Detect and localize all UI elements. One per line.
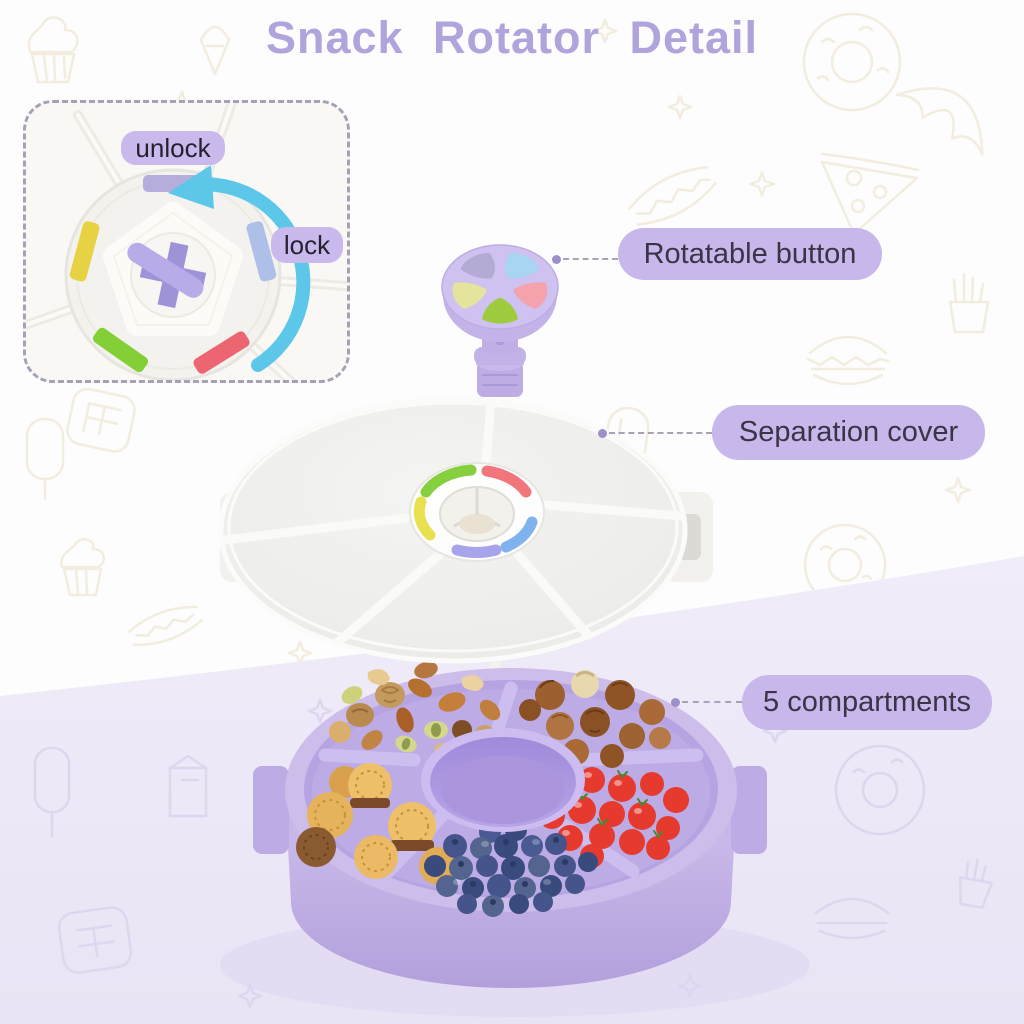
compartments-callout: 5 compartments	[742, 675, 992, 730]
rotatable-button-callout-text: Rotatable button	[643, 237, 857, 270]
rotatable-button-leader-line	[563, 258, 618, 260]
cover-hub	[409, 462, 545, 562]
lock-label-text: lock	[283, 229, 331, 260]
fries-doodle	[948, 272, 990, 334]
toast-doodle	[66, 387, 136, 453]
lock-label: lock	[271, 227, 343, 263]
croissant-doodle	[895, 87, 984, 156]
popsicle-doodle	[25, 417, 65, 501]
rotatable-button-leader-dot	[552, 255, 561, 264]
separation-cover-callout: Separation cover	[712, 405, 985, 460]
cupcake-doodle	[27, 16, 79, 84]
snack-bowl-image	[253, 640, 767, 988]
compartments-callout-text: 5 compartments	[763, 686, 971, 718]
bowl-left-handle	[253, 766, 289, 854]
donut-doodle	[802, 12, 902, 112]
hotdog-doodle	[127, 605, 203, 647]
center-well	[421, 728, 585, 832]
compartments-leader-line	[682, 701, 742, 703]
separation-cover-image	[218, 396, 713, 664]
separation-cover-leader-line	[609, 432, 712, 434]
page-title: Snack Rotator Detail	[265, 12, 759, 63]
bowl-right-handle	[731, 766, 767, 854]
unlock-label: unlock	[121, 131, 225, 165]
rotatable-button-callout: Rotatable button	[618, 228, 882, 280]
hotdog-doodle	[628, 166, 717, 226]
separation-cover-leader-dot	[598, 429, 607, 438]
burger-doodle	[806, 335, 890, 386]
inset-knob	[103, 202, 243, 336]
knob-petals	[452, 253, 548, 324]
compartments-leader-dot	[671, 698, 680, 707]
unlock-label-text: unlock	[135, 132, 211, 163]
icecream-doodle	[199, 25, 231, 76]
lock-lever	[127, 242, 204, 298]
lock-mechanism-inset: unlock lock	[23, 100, 350, 383]
cupcake-doodle	[60, 538, 106, 597]
cookies-compartment	[296, 763, 457, 885]
separation-cover-callout-text: Separation cover	[738, 416, 959, 448]
cover-ribs	[220, 397, 686, 647]
floor-doodles	[33, 698, 993, 1009]
pizza-doodle	[820, 152, 920, 236]
rotatable-button-image	[441, 244, 559, 397]
